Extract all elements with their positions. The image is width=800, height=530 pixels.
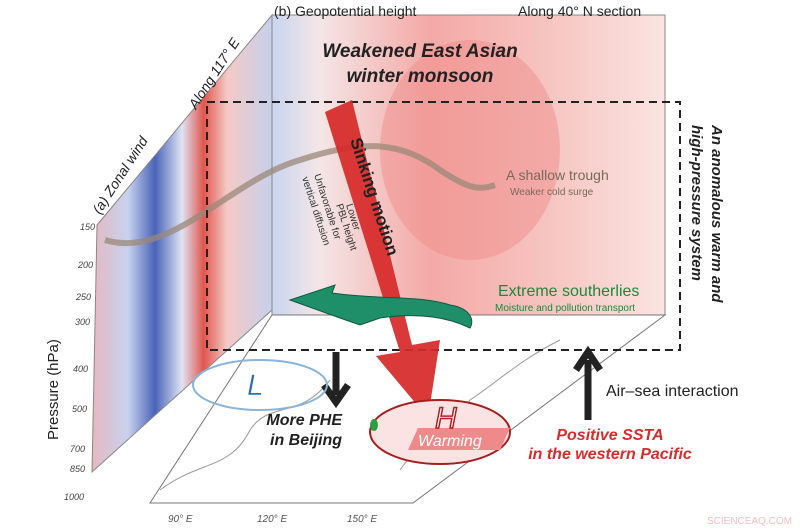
down-arrow [321,352,351,409]
ssta-label: in the western Pacific [528,446,692,463]
anomalous-system-box [206,101,681,351]
trough-label: A shallow trough [506,167,609,183]
sinking-motion-arrow [325,100,440,418]
ytick: 850 [70,464,85,474]
ytick: 700 [70,444,85,454]
ytick: 250 [75,292,91,302]
ytick: 1000 [64,492,84,502]
watermark: SCIENCEAQ.COM [707,516,792,527]
ytick: 500 [72,404,87,414]
ytick: 200 [77,260,93,270]
southerlies-arrow [288,284,473,329]
ytick: 150 [80,222,95,232]
warming-label: Warming [418,433,482,450]
y-axis: 150 200 250 300 400 500 700 850 1000 [64,222,95,502]
ytick: 400 [73,364,88,374]
ssta-label: Positive SSTA [556,427,663,444]
xtick: 150° E [347,514,377,525]
low-pressure-ellipse [192,359,328,411]
ytick: 300 [75,317,90,327]
trough-curve [104,143,496,247]
moisture-label: Moisture and pollution transport [495,303,635,314]
anomalous-label: An anomalous warm and [708,124,725,303]
panel-b-label: (b) Geopotential height [274,3,417,19]
cold-surge-label: Weaker cold surge [510,187,594,198]
southerlies-label: Extreme southerlies [498,283,639,300]
x-axis: 90° E 120° E 150° E [168,514,377,525]
y-axis-label: Pressure (hPa) [45,339,62,440]
anomalous-label: high-pressure system [688,125,705,281]
xtick: 120° E [257,514,287,525]
airsea-label: Air–sea interaction [606,383,739,400]
xtick: 90° E [168,514,193,525]
warming-band [408,428,510,450]
monsoon-title: Weakened East Asian [322,41,517,62]
monsoon-title: winter monsoon [347,66,494,87]
phe-label: in Beijing [270,432,342,449]
low-pressure-label: L [247,369,264,402]
phe-label: More PHE [266,412,343,429]
high-pressure-label: H [435,402,457,435]
up-arrow [573,345,603,420]
panel-b-section: Along 40° N section [518,3,641,19]
panel-a-zonal-wind [91,13,273,474]
beijing-marker [370,419,378,431]
